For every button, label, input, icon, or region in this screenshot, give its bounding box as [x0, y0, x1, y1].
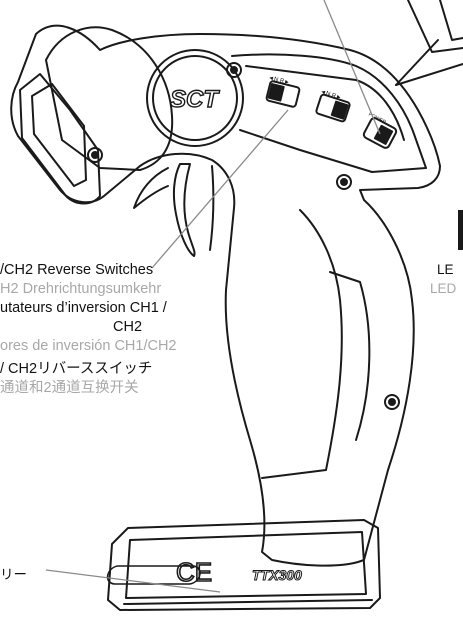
screw-icon: [87, 147, 103, 163]
label-reverse-switches-ja: / CH2リバーススイッチ: [0, 361, 153, 377]
ch2-reverse-switch: [315, 93, 351, 123]
label-reverse-switches-fr-1: utateurs d’inversion CH1 /: [0, 300, 167, 316]
ch1-switch-mark: ◄N R►: [267, 75, 290, 86]
label-reverse-switches-zh: 通道和2通道互换开关: [0, 380, 139, 396]
screw-icon: [384, 394, 400, 410]
ch2-switch-mark: ◄N R►: [319, 89, 342, 102]
wheel-hub: [146, 49, 244, 147]
power-switch-mark: POWER: [367, 112, 387, 126]
label-reverse-switches-es: ores de inversión CH1/CH2: [0, 338, 177, 354]
led-marker: [458, 210, 463, 250]
label-reverse-switches-en: /CH2 Reverse Switches: [0, 262, 154, 278]
screw-icon: [226, 62, 242, 78]
leader-line-battery: [45, 569, 221, 593]
label-reverse-switches-fr-2: CH2: [113, 319, 143, 335]
screw-icon: [336, 174, 352, 190]
wheel-guard: [19, 73, 101, 205]
leader-line-reverse-switches: [151, 109, 289, 269]
grip-panel: [261, 209, 343, 479]
power-switch: [362, 117, 398, 149]
label-reverse-switches-de: H2 Drehrichtungsumkehr: [0, 281, 162, 297]
label-led-de: LED: [430, 281, 457, 296]
label-led-en: LE: [437, 262, 454, 277]
sct-logo-text: SCT: [170, 86, 220, 113]
transmitter-body-outline: [10, 24, 441, 567]
leader-line-power: [323, 0, 381, 135]
inset-frame: [395, 0, 463, 86]
ch1-reverse-switch: [265, 80, 301, 108]
label-battery-ja: リー: [0, 567, 27, 582]
throttle-trigger: [172, 163, 196, 257]
battery-compartment: [107, 519, 381, 611]
model-badge-text: TTX300: [252, 567, 302, 583]
